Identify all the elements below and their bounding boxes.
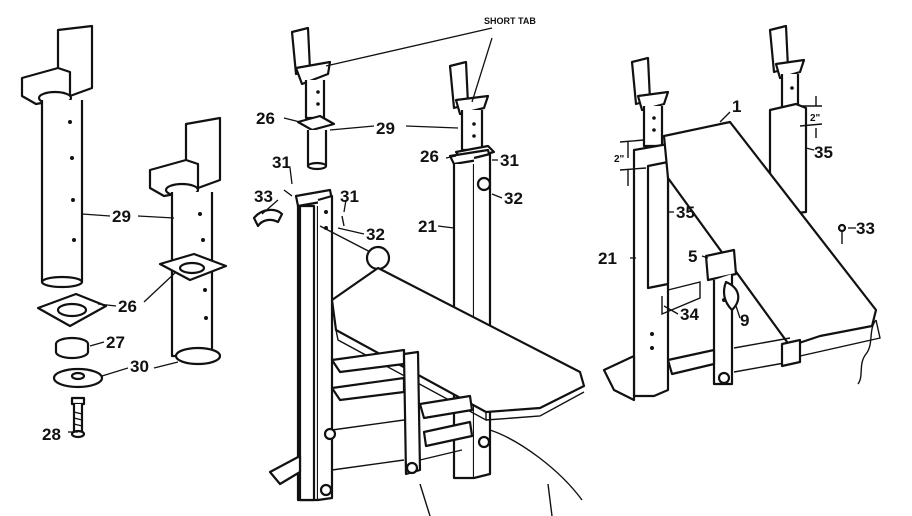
callout-21-mid: 21 bbox=[418, 217, 437, 236]
callout-35-inner: 35 bbox=[676, 203, 695, 222]
callout-32-mid: 32 bbox=[366, 225, 385, 244]
callout-29-mid: 29 bbox=[376, 119, 395, 138]
middle-flat-bench: SHORT TAB bbox=[252, 16, 586, 516]
callout-33-right: 33 bbox=[856, 219, 875, 238]
callout-26-post: 26 bbox=[420, 147, 439, 166]
callout-31-right: 31 bbox=[340, 187, 359, 206]
callout-30: 30 bbox=[130, 357, 149, 376]
callout-5: 5 bbox=[688, 247, 697, 266]
left-exploded-upright: 29 26 27 30 28 bbox=[20, 24, 228, 444]
callout-1: 1 bbox=[732, 97, 741, 116]
dimension-left: 2" bbox=[614, 154, 625, 165]
callout-27: 27 bbox=[106, 333, 125, 352]
callout-28: 28 bbox=[42, 425, 61, 444]
right-incline-bench: 2" 2" 1 35 35 33 21 5 34 9 bbox=[598, 24, 881, 402]
callout-35-outer: 35 bbox=[814, 143, 833, 162]
callout-29-left: 29 bbox=[112, 207, 131, 226]
short-tab-note: SHORT TAB bbox=[484, 16, 536, 26]
callout-26-mid: 26 bbox=[256, 109, 275, 128]
callout-31-left: 31 bbox=[272, 153, 291, 172]
callout-9: 9 bbox=[740, 311, 749, 330]
callout-33-mid: 33 bbox=[254, 187, 273, 206]
callout-34: 34 bbox=[680, 305, 699, 324]
dimension-right: 2" bbox=[810, 113, 821, 124]
callout-32-post: 32 bbox=[504, 189, 523, 208]
callout-26-left: 26 bbox=[118, 297, 137, 316]
callout-31-post: 31 bbox=[500, 151, 519, 170]
callout-21-right: 21 bbox=[598, 249, 617, 268]
